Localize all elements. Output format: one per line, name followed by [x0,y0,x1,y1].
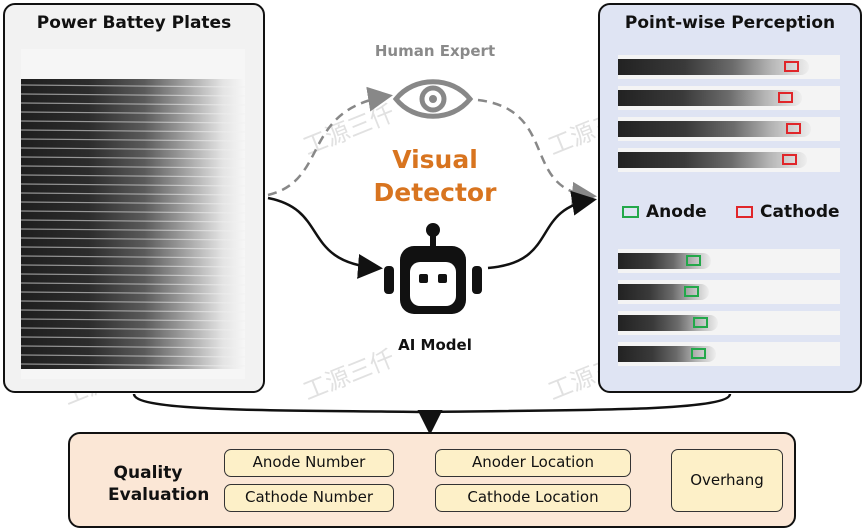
visual-detector-label: Visual Detector [360,143,510,209]
plate-line [21,174,245,178]
plate-line [21,120,245,124]
arrow-to-expert [267,86,393,197]
overhang-pill: Overhang [671,449,783,512]
plate-line [21,264,245,268]
plate-line [21,156,245,160]
anode-box [686,255,701,266]
plate-line [21,309,245,313]
anode-legend-swatch [622,206,639,218]
cathode-legend-swatch [736,206,753,218]
plate-line [21,300,245,304]
plate-line [21,282,245,286]
anode-strip [618,311,840,335]
point-wise-perception-panel: Point-wise Perception Anode Cathode [598,3,862,393]
cathode-strip [618,86,840,110]
plate-line [21,111,245,115]
cathode-strip [618,117,840,141]
plate-line [21,327,245,331]
plate-line [21,201,245,205]
plate-line [21,354,245,358]
plate-line [21,165,245,169]
robot-icon [384,223,482,314]
plate-line [21,345,245,349]
detector-line-1: Visual [392,145,478,174]
quality-evaluation-label: Quality Evaluation [108,462,210,506]
plate-band [618,121,811,137]
arrow-expert-to-perception [477,98,597,207]
plate-line [21,84,245,88]
anode-box [693,317,708,328]
anode-number-pill: Anode Number [224,449,394,477]
battery-plates-image [21,49,245,379]
panel-title: Point-wise Perception [624,13,836,33]
plate-line [21,147,245,151]
plate-line [21,138,245,142]
cathode-strip [618,55,840,79]
cathode-box [782,154,797,165]
cathode-location-pill: Cathode Location [435,484,631,512]
plate-line [21,363,245,367]
plate-line [21,273,245,277]
plate-line [21,129,245,133]
anoder-location-pill: Anoder Location [435,449,631,477]
plate-band [618,152,807,168]
arrow-to-quality [132,393,732,414]
plate-line [21,318,245,322]
cathode-legend-label: Cathode [760,202,840,222]
quality-line-1: Quality [113,463,183,483]
plate-line [21,93,245,97]
arrow-to-ai [267,196,383,279]
panel-title: Power Battey Plates [36,13,232,33]
plate-line [21,246,245,250]
plate-line [21,183,245,187]
cathode-box [778,92,793,103]
anode-legend-label: Anode [646,202,707,222]
plate-line [21,255,245,259]
cathode-number-pill: Cathode Number [224,484,394,512]
quality-line-2: Evaluation [108,485,210,505]
arrow-ai-to-perception [487,190,597,270]
anode-box [684,286,699,297]
anode-strip [618,342,840,366]
eye-icon [392,79,474,119]
anode-strip [618,249,840,273]
plate-line [21,336,245,340]
ai-model-label: AI Model [398,336,472,354]
anode-strip [618,280,840,304]
plate-line [21,102,245,106]
human-expert-label: Human Expert [374,42,496,60]
plate-line [21,210,245,214]
plate-line [21,228,245,232]
cathode-box [786,123,801,134]
plate-line [21,237,245,241]
anode-box [691,348,706,359]
plate-band [618,90,802,106]
plate-band [618,59,809,75]
cathode-box [784,61,799,72]
plate-line [21,192,245,196]
plate-line [21,291,245,295]
cathode-strip [618,148,840,172]
battery-plates-panel: Power Battey Plates [3,3,265,393]
detector-line-2: Detector [373,178,497,207]
plate-line [21,219,245,223]
